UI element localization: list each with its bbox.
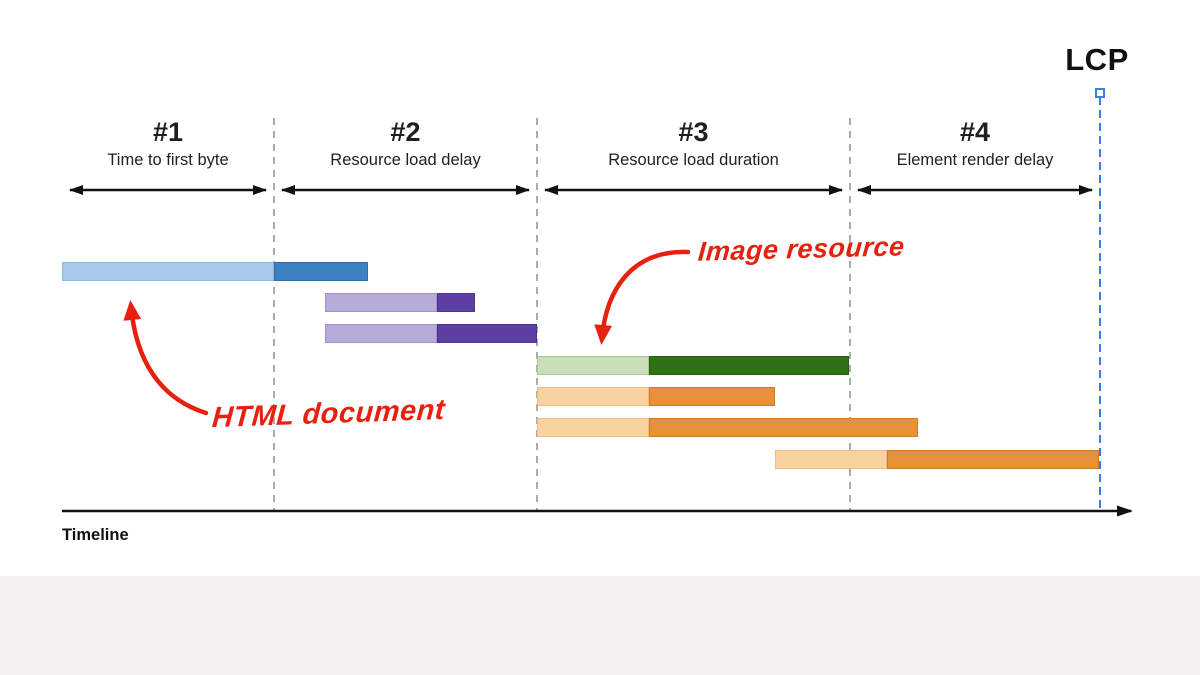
annotation-html-document: HTML document bbox=[210, 393, 447, 435]
bar-script bbox=[537, 418, 918, 437]
phase-header-4: #4 Element render delay bbox=[897, 116, 1054, 172]
legend-strip: Document Stylesheet Script Image bbox=[0, 576, 1200, 675]
script-delay-segment bbox=[775, 450, 887, 469]
document-delay-segment bbox=[62, 262, 274, 281]
document-duration-segment bbox=[274, 262, 368, 281]
annotation-image-resource: Image resource bbox=[696, 231, 906, 267]
stylesheet-duration-segment bbox=[437, 293, 475, 312]
script-delay-segment bbox=[537, 418, 649, 437]
stylesheet-duration-segment bbox=[437, 324, 537, 343]
phase-number: #3 bbox=[678, 117, 709, 147]
image-duration-segment bbox=[649, 356, 849, 375]
bar-stylesheet bbox=[325, 293, 475, 312]
phase-header-3: #3 Resource load duration bbox=[608, 116, 779, 172]
script-duration-segment bbox=[649, 418, 918, 437]
stylesheet-delay-segment bbox=[325, 293, 437, 312]
phase-number: #2 bbox=[390, 117, 421, 147]
timeline-axis-label: Timeline bbox=[62, 526, 129, 544]
stylesheet-delay-segment bbox=[325, 324, 437, 343]
phase-label: Resource load duration bbox=[608, 151, 779, 169]
bar-document bbox=[62, 262, 368, 281]
bar-script bbox=[537, 387, 775, 406]
phase-divider-lines bbox=[273, 118, 851, 511]
script-duration-segment bbox=[887, 450, 1099, 469]
phase-header-1: #1 Time to first byte bbox=[107, 116, 228, 172]
bar-script bbox=[775, 450, 1099, 469]
phase-number: #4 bbox=[959, 117, 991, 147]
bar-stylesheet bbox=[325, 324, 537, 343]
image-delay-segment bbox=[537, 356, 649, 375]
bar-image bbox=[537, 356, 849, 375]
phase-label: Resource load delay bbox=[330, 151, 481, 169]
phase-header-2: #2 Resource load delay bbox=[330, 116, 480, 172]
phase-label: Element render delay bbox=[896, 151, 1054, 169]
script-delay-segment bbox=[537, 387, 649, 406]
phase-label: Time to first byte bbox=[107, 151, 229, 169]
phase-number: #1 bbox=[152, 117, 184, 147]
lcp-marker-line bbox=[1095, 88, 1105, 511]
script-duration-segment bbox=[649, 387, 775, 406]
lcp-label: LCP bbox=[1065, 42, 1129, 77]
